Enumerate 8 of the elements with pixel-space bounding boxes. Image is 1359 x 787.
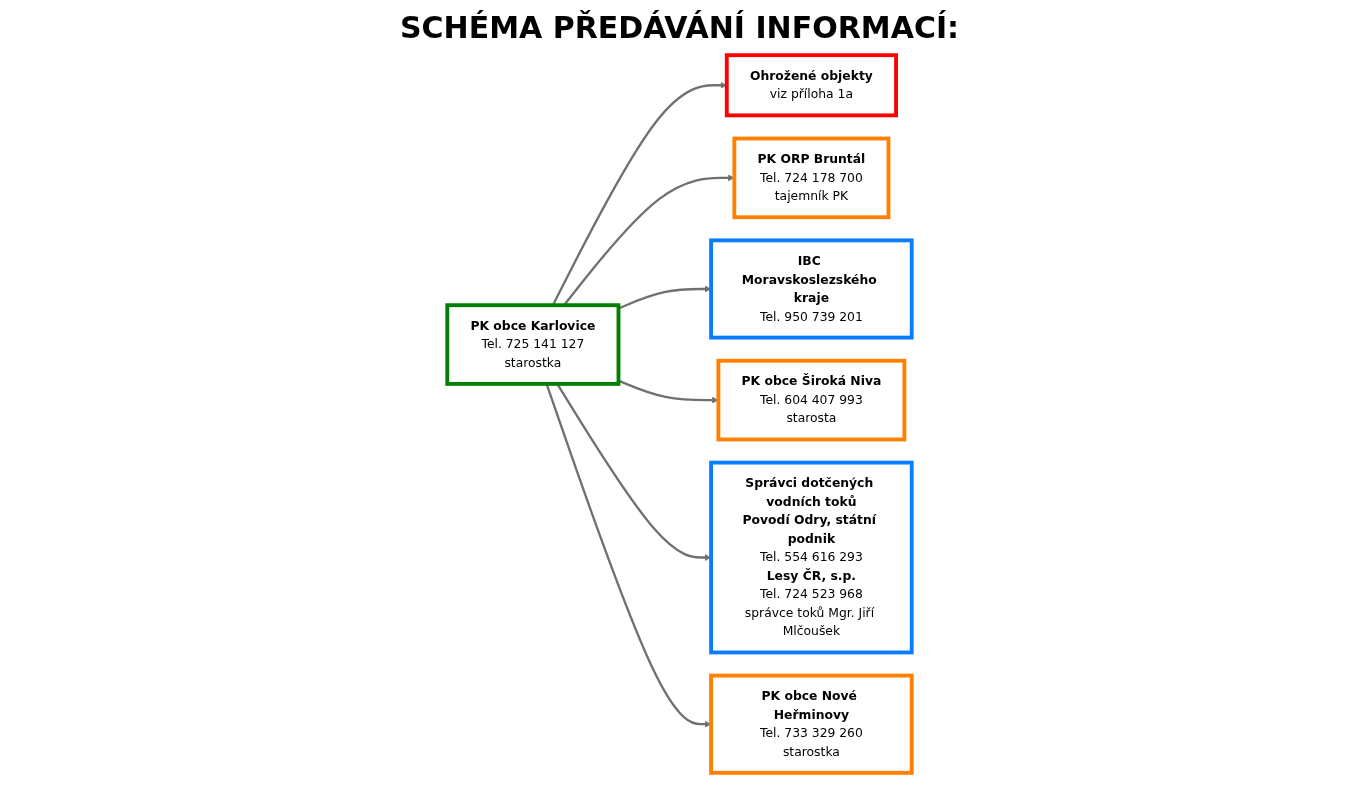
node-box: PK obce Karlovice Tel. 725 141 127 starostka [445, 303, 621, 386]
node-box: PK ORP Bruntál Tel. 724 178 700 tajemník PK [732, 136, 891, 220]
node-box: Správci dotčených vodních toků Povodí Odry, státní podnik Tel. 554 616 293 Lesy ČR, s.p. Tel. 724 523 968 správce toků Mgr. Jiří Mlčoušek [709, 460, 914, 655]
node-box: PK obce Široká Niva Tel. 604 407 993 starosta [716, 358, 907, 442]
node-box: Ohrožené objekty viz příloha 1a [724, 53, 898, 118]
diagram-title: SCHÉMA PŘEDÁVÁNÍ INFORMACÍ: [398, 10, 961, 45]
node-box: IBC Moravskoslezského kraje Tel. 950 739 201 [709, 238, 914, 340]
node-box: PK obce Nové Heřminovy Tel. 733 329 260 starostka [709, 673, 914, 775]
